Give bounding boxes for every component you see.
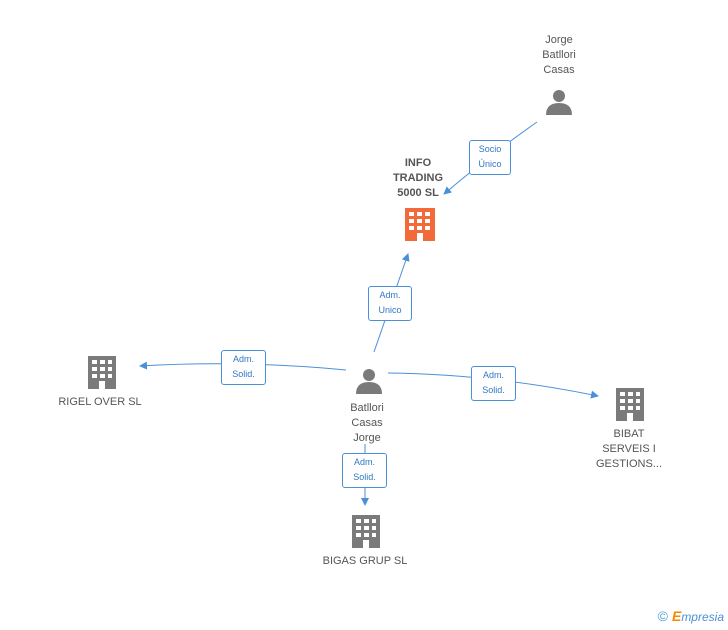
node-label-info-trading[interactable]: INFO TRADING 5000 SL (392, 157, 444, 199)
person-icon-batllori[interactable] (356, 369, 382, 394)
building-icon-bibat[interactable] (616, 388, 644, 421)
edge-label-adm-solid-bigas: Adm. Solid. (342, 453, 387, 488)
node-label-bibat-serveis[interactable]: BIBAT SERVEIS I GESTIONS... (595, 428, 662, 470)
copyright-icon: © (657, 608, 668, 624)
brand-initial: E (671, 608, 682, 624)
building-icon-rigel[interactable] (88, 356, 116, 389)
building-icon-bigas[interactable] (352, 515, 380, 548)
empresia-logo: ©Empresia (658, 608, 724, 624)
edge-label-adm-unico: Adm. Unico (368, 286, 412, 321)
edge-label-adm-solid-rigel: Adm. Solid. (221, 350, 266, 385)
node-label-bigas-grup[interactable]: BIGAS GRUP SL (322, 555, 408, 567)
person-icon-jorge[interactable] (546, 90, 572, 115)
node-label-batllori-casas-jorge[interactable]: Batllori Casas Jorge (350, 402, 384, 444)
node-label-rigel-over[interactable]: RIGEL OVER SL (58, 396, 142, 408)
edge-label-socio-unico: Socio Único (469, 140, 511, 175)
building-icon-info-trading[interactable] (405, 208, 435, 241)
edge-label-adm-solid-bibat: Adm. Solid. (471, 366, 516, 401)
brand-name: mpresia (681, 610, 724, 624)
node-label-jorge-batllori-casas[interactable]: Jorge Batllori Casas (542, 34, 576, 76)
